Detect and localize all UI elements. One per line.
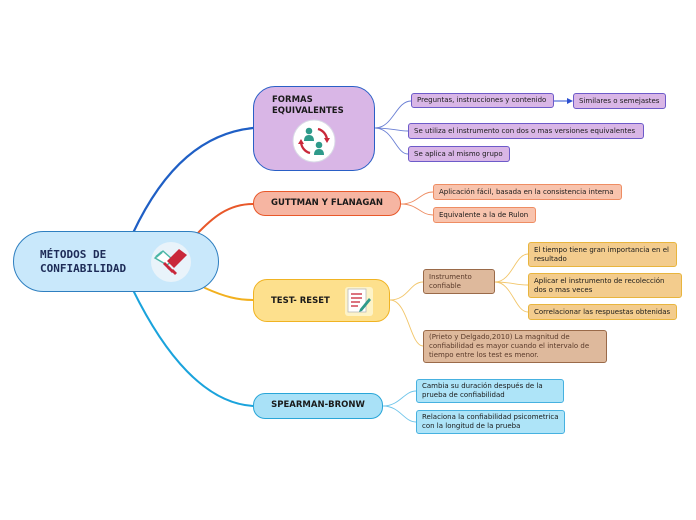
spearman-longitud[interactable]: Relaciona la confiabilidad psicometrica …	[416, 410, 565, 434]
guttman-aplicacion[interactable]: Aplicación fácil, basada en la consisten…	[433, 184, 622, 200]
test-aplicar[interactable]: Aplicar el instrumento de recolección do…	[528, 273, 682, 298]
branch-guttman-flanagan[interactable]: GUTTMAN Y FLANAGAN	[253, 191, 401, 216]
root-title: MÉTODOS DE CONFIABILIDAD	[40, 248, 127, 275]
test-instrumento-confiable[interactable]: Instrumento confiable	[423, 269, 495, 294]
spearman-duracion[interactable]: Cambia su duración después de la prueba …	[416, 379, 564, 403]
links-test-children	[389, 253, 529, 347]
link-root-test	[204, 287, 254, 301]
branch-formas-equivalentes[interactable]: FORMAS EQUIVALENTES	[253, 86, 375, 171]
link-root-guttman	[195, 203, 254, 236]
links-formas-children	[374, 100, 412, 155]
handshake-icon	[151, 242, 191, 282]
formas-preguntas[interactable]: Preguntas, instrucciones y contenido	[411, 93, 554, 108]
test-prieto-delgado[interactable]: (Prieto y Delgado,2010) La magnitud de c…	[423, 330, 607, 363]
link-root-formas	[131, 126, 255, 235]
people-exchange-icon	[292, 119, 336, 163]
guttman-rulon[interactable]: Equivalente a la de Rulon	[433, 207, 536, 223]
branch-label: FORMAS EQUIVALENTES	[272, 95, 344, 116]
branch-spearman-bronw[interactable]: SPEARMAN-BRONW	[253, 393, 383, 419]
formas-versiones[interactable]: Se utiliza el instrumento con dos o mas …	[408, 123, 644, 139]
formas-mismo-grupo[interactable]: Se aplica al mismo grupo	[408, 146, 510, 162]
links-guttman-children	[400, 191, 434, 216]
test-correlacionar[interactable]: Correlacionar las respuestas obtenidas	[528, 304, 677, 320]
arrow-connector	[554, 98, 573, 104]
document-pen-icon	[345, 287, 373, 316]
test-tiempo[interactable]: El tiempo tiene gran importancia en el r…	[528, 242, 677, 267]
root-node[interactable]: MÉTODOS DE CONFIABILIDAD	[13, 231, 219, 292]
link-root-spearman	[132, 289, 254, 407]
links-spearman-children	[382, 390, 417, 423]
branch-label: TEST- RESET	[271, 296, 330, 306]
formas-similares[interactable]: Similares o semejastes	[573, 93, 666, 109]
branch-test-reset[interactable]: TEST- RESET	[253, 279, 390, 322]
